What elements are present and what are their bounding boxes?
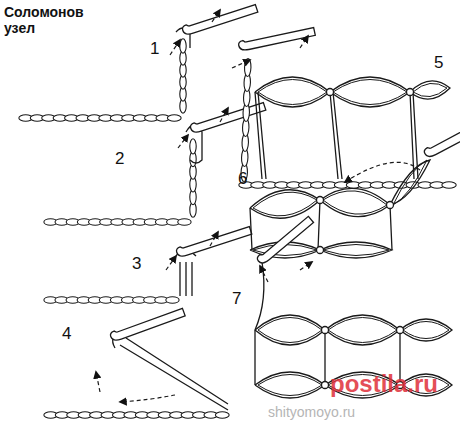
yarn-strand bbox=[323, 191, 387, 214]
knot bbox=[407, 89, 414, 96]
yarn-strand bbox=[258, 318, 322, 343]
direction-arrow bbox=[166, 256, 176, 270]
step-number: 2 bbox=[115, 150, 124, 167]
step-number: 5 bbox=[434, 54, 443, 71]
crochet-hook bbox=[238, 26, 315, 52]
chain-stitches bbox=[241, 58, 251, 181]
crochet-hook bbox=[256, 215, 314, 266]
direction-arrow bbox=[300, 262, 312, 270]
chain-stitches bbox=[239, 182, 456, 188]
step-number: 6 bbox=[238, 170, 247, 187]
yarn-strand bbox=[255, 262, 264, 330]
step-number: 4 bbox=[62, 325, 71, 342]
knot bbox=[317, 247, 324, 254]
diagram-title: Соломонов узел bbox=[4, 4, 94, 36]
yarn-strand bbox=[400, 319, 452, 341]
direction-arrow bbox=[96, 372, 100, 392]
crochet-hook bbox=[423, 128, 460, 159]
knot bbox=[397, 327, 404, 334]
direction-arrow bbox=[260, 266, 268, 282]
knot bbox=[322, 327, 329, 334]
direction-arrow bbox=[170, 40, 180, 55]
crochet-hook bbox=[175, 225, 251, 258]
chain-stitches bbox=[190, 139, 196, 218]
yarn-strand bbox=[255, 372, 325, 398]
yarn-strand bbox=[410, 81, 450, 99]
direction-arrow bbox=[120, 395, 175, 402]
direction-arrow bbox=[345, 162, 420, 182]
yarn-strand bbox=[253, 192, 317, 216]
yarn-strand bbox=[255, 77, 330, 107]
knot bbox=[387, 202, 394, 209]
direction-arrow bbox=[212, 10, 220, 22]
direction-arrow bbox=[232, 60, 250, 68]
yarn-strand bbox=[330, 77, 410, 107]
step-number: 1 bbox=[150, 40, 159, 57]
chain-stitches bbox=[19, 115, 181, 121]
direction-arrow bbox=[300, 36, 308, 48]
knot bbox=[322, 382, 329, 389]
yarn-strand bbox=[255, 315, 325, 345]
crochet-hook bbox=[109, 306, 185, 342]
step-number: 3 bbox=[132, 255, 141, 272]
yarn-strand bbox=[333, 80, 407, 105]
yarn-strand bbox=[250, 200, 392, 250]
yarn-strand bbox=[320, 242, 392, 258]
yarn-strand bbox=[320, 188, 390, 216]
watermark: shityomoyo.ru bbox=[268, 404, 355, 420]
knot bbox=[327, 89, 334, 96]
yarn-strand bbox=[255, 92, 266, 179]
crochet-hook bbox=[189, 101, 265, 134]
watermark: postila.ru bbox=[330, 370, 438, 398]
yarn-strand bbox=[393, 160, 427, 205]
step-number: 7 bbox=[232, 290, 241, 307]
yarn-strand bbox=[180, 262, 192, 296]
chain-stitches bbox=[44, 412, 229, 418]
yarn-strand bbox=[328, 318, 397, 343]
direction-arrow bbox=[220, 108, 228, 122]
crochet-hook bbox=[181, 3, 257, 36]
yarn-strand bbox=[120, 338, 228, 410]
direction-arrow bbox=[210, 232, 218, 246]
knot bbox=[317, 197, 324, 204]
yarn-strand bbox=[330, 92, 342, 179]
yarn-strand bbox=[250, 190, 320, 219]
yarn-strand bbox=[413, 83, 447, 96]
chain-stitches bbox=[44, 297, 179, 303]
yarn-strand bbox=[258, 375, 322, 396]
yarn-strand bbox=[325, 315, 400, 345]
yarn-strand bbox=[403, 322, 449, 339]
chain-stitches bbox=[180, 39, 186, 113]
yarn-strand bbox=[323, 245, 389, 256]
chain-stitches bbox=[44, 219, 191, 225]
yarn-strand bbox=[390, 160, 430, 205]
yarn-strand bbox=[258, 80, 327, 105]
direction-arrow bbox=[178, 135, 188, 148]
